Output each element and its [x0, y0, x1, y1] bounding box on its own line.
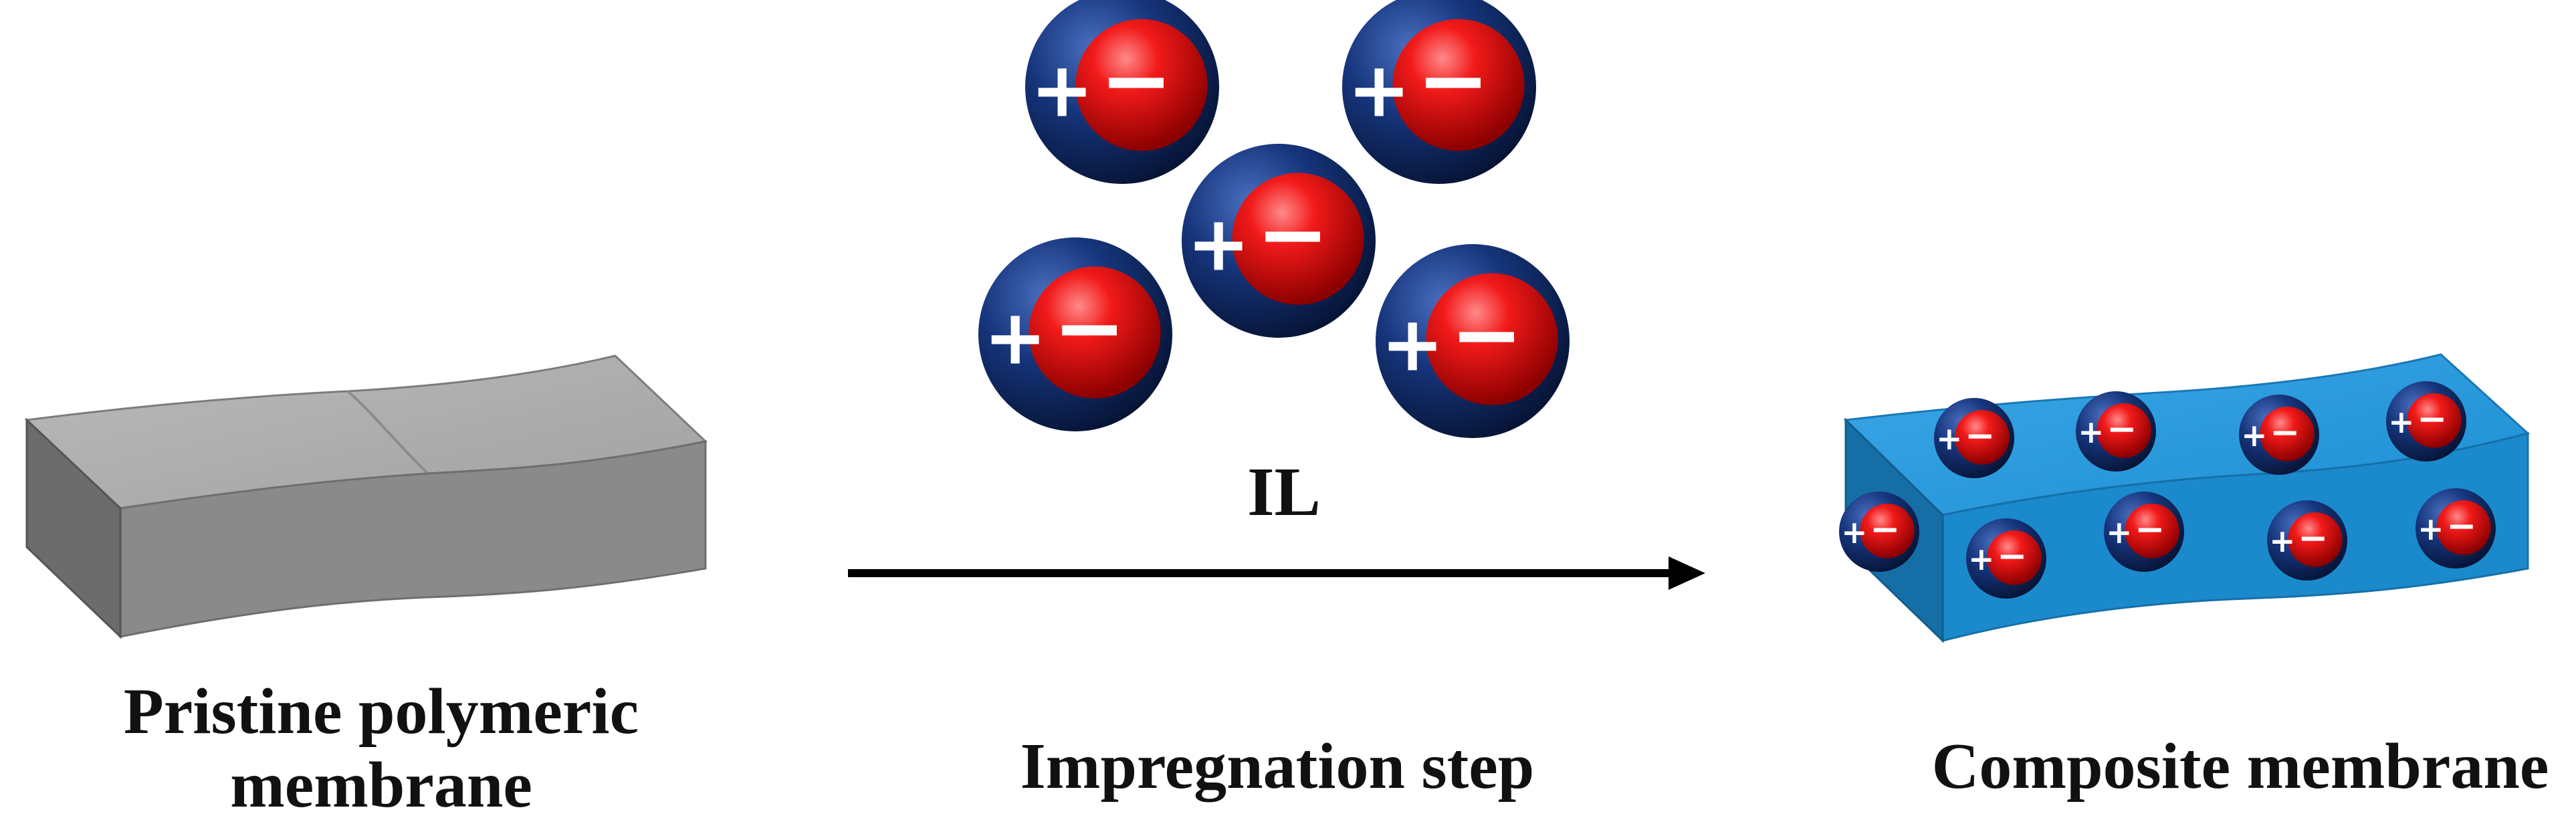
composite-membrane-front-face [1941, 432, 2529, 642]
anion-sphere [2407, 393, 2462, 448]
pristine-membrane-label: Pristine polymeric membrane [53, 675, 709, 823]
anion-minus-sign: − [1053, 277, 1125, 379]
composite-membrane [1843, 353, 2531, 643]
anion-minus-sign: − [1450, 284, 1523, 385]
anion-minus-sign: − [2107, 407, 2137, 449]
anion-minus-sign: − [1256, 183, 1329, 285]
embedded-ion-pair-4: +− [2386, 381, 2466, 461]
cation-plus-sign: + [1936, 421, 1962, 457]
embedded-ion-pair-2: +− [2076, 391, 2156, 472]
anion-sphere [2097, 403, 2151, 458]
cation-plus-sign: + [2269, 524, 2295, 560]
anion-minus-sign: − [2298, 516, 2328, 558]
embedded-ion-pair-6: +− [1966, 518, 2046, 599]
cation-plus-sign: + [2388, 405, 2414, 441]
anion-minus-sign: − [1997, 534, 2027, 577]
cation-plus-sign: + [2241, 418, 2267, 454]
free-ion-pair-3: +− [1182, 144, 1376, 338]
cation-plus-sign: + [2078, 415, 2104, 451]
free-ion-pair-2: +− [1342, 0, 1536, 184]
anion-sphere [1232, 173, 1364, 305]
anion-minus-sign: − [1965, 414, 1995, 456]
cation-plus-sign: + [1187, 199, 1251, 288]
anion-minus-sign: − [1870, 508, 1900, 550]
impregnation-step-label: Impregnation step [1020, 730, 1535, 803]
embedded-ion-pair-1: +− [1934, 398, 2014, 478]
anion-sphere [2260, 407, 2315, 461]
embedded-ion-pair-5: +− [1839, 492, 1919, 572]
cation-plus-sign: + [1841, 515, 1867, 551]
ionic-liquid-label: IL [1247, 453, 1321, 530]
anion-sphere [1987, 530, 2042, 585]
cation-plus-sign: + [1381, 300, 1444, 388]
pristine-label-line1: Pristine polymeric [123, 675, 639, 748]
anion-sphere [1955, 410, 2010, 465]
cation-plus-sign: + [2418, 512, 2444, 548]
free-ion-pair-5: +− [1376, 244, 1570, 438]
embedded-ion-pair-8: +− [2267, 500, 2347, 581]
anion-minus-sign: − [2446, 504, 2476, 546]
anion-minus-sign: − [1099, 29, 1172, 131]
pristine-membrane [24, 354, 708, 639]
arrow-head [1669, 556, 1705, 590]
anion-sphere [1392, 19, 1525, 151]
free-ion-pair-4: +− [978, 237, 1172, 431]
anion-sphere [2125, 504, 2179, 558]
cation-plus-sign: + [2106, 515, 2132, 551]
embedded-ion-pair-7: +− [2104, 492, 2184, 572]
composite-membrane-label: Composite membrane [1931, 730, 2549, 803]
cation-plus-sign: + [1968, 542, 1994, 578]
anion-minus-sign: − [2417, 397, 2447, 439]
pristine-membrane-side-face [25, 417, 122, 639]
anion-minus-sign: − [1416, 29, 1489, 131]
cation-plus-sign: + [1031, 45, 1094, 134]
pristine-membrane-crease [346, 390, 429, 475]
cation-plus-sign: + [984, 293, 1047, 381]
anion-minus-sign: − [2270, 411, 2300, 453]
pristine-label-line2: membrane [230, 748, 532, 821]
anion-sphere [1860, 504, 1915, 558]
embedded-ion-pair-9: +− [2416, 488, 2496, 568]
anion-minus-sign: − [2135, 508, 2165, 550]
cation-plus-sign: + [1348, 45, 1411, 134]
anion-sphere [2436, 500, 2491, 555]
anion-sphere [1075, 19, 1208, 151]
free-ion-pair-1: +− [1025, 0, 1219, 184]
pristine-membrane-front-face [119, 440, 707, 638]
anion-sphere [2288, 512, 2343, 567]
embedded-ion-pair-3: +− [2239, 395, 2319, 475]
anion-sphere [1029, 266, 1161, 399]
ion-pairs: +−+−+−+−+−+−+−+−+−+−+−+−+−+− [978, 0, 2496, 599]
process-arrow [848, 556, 1705, 590]
anion-sphere [1426, 273, 1558, 405]
